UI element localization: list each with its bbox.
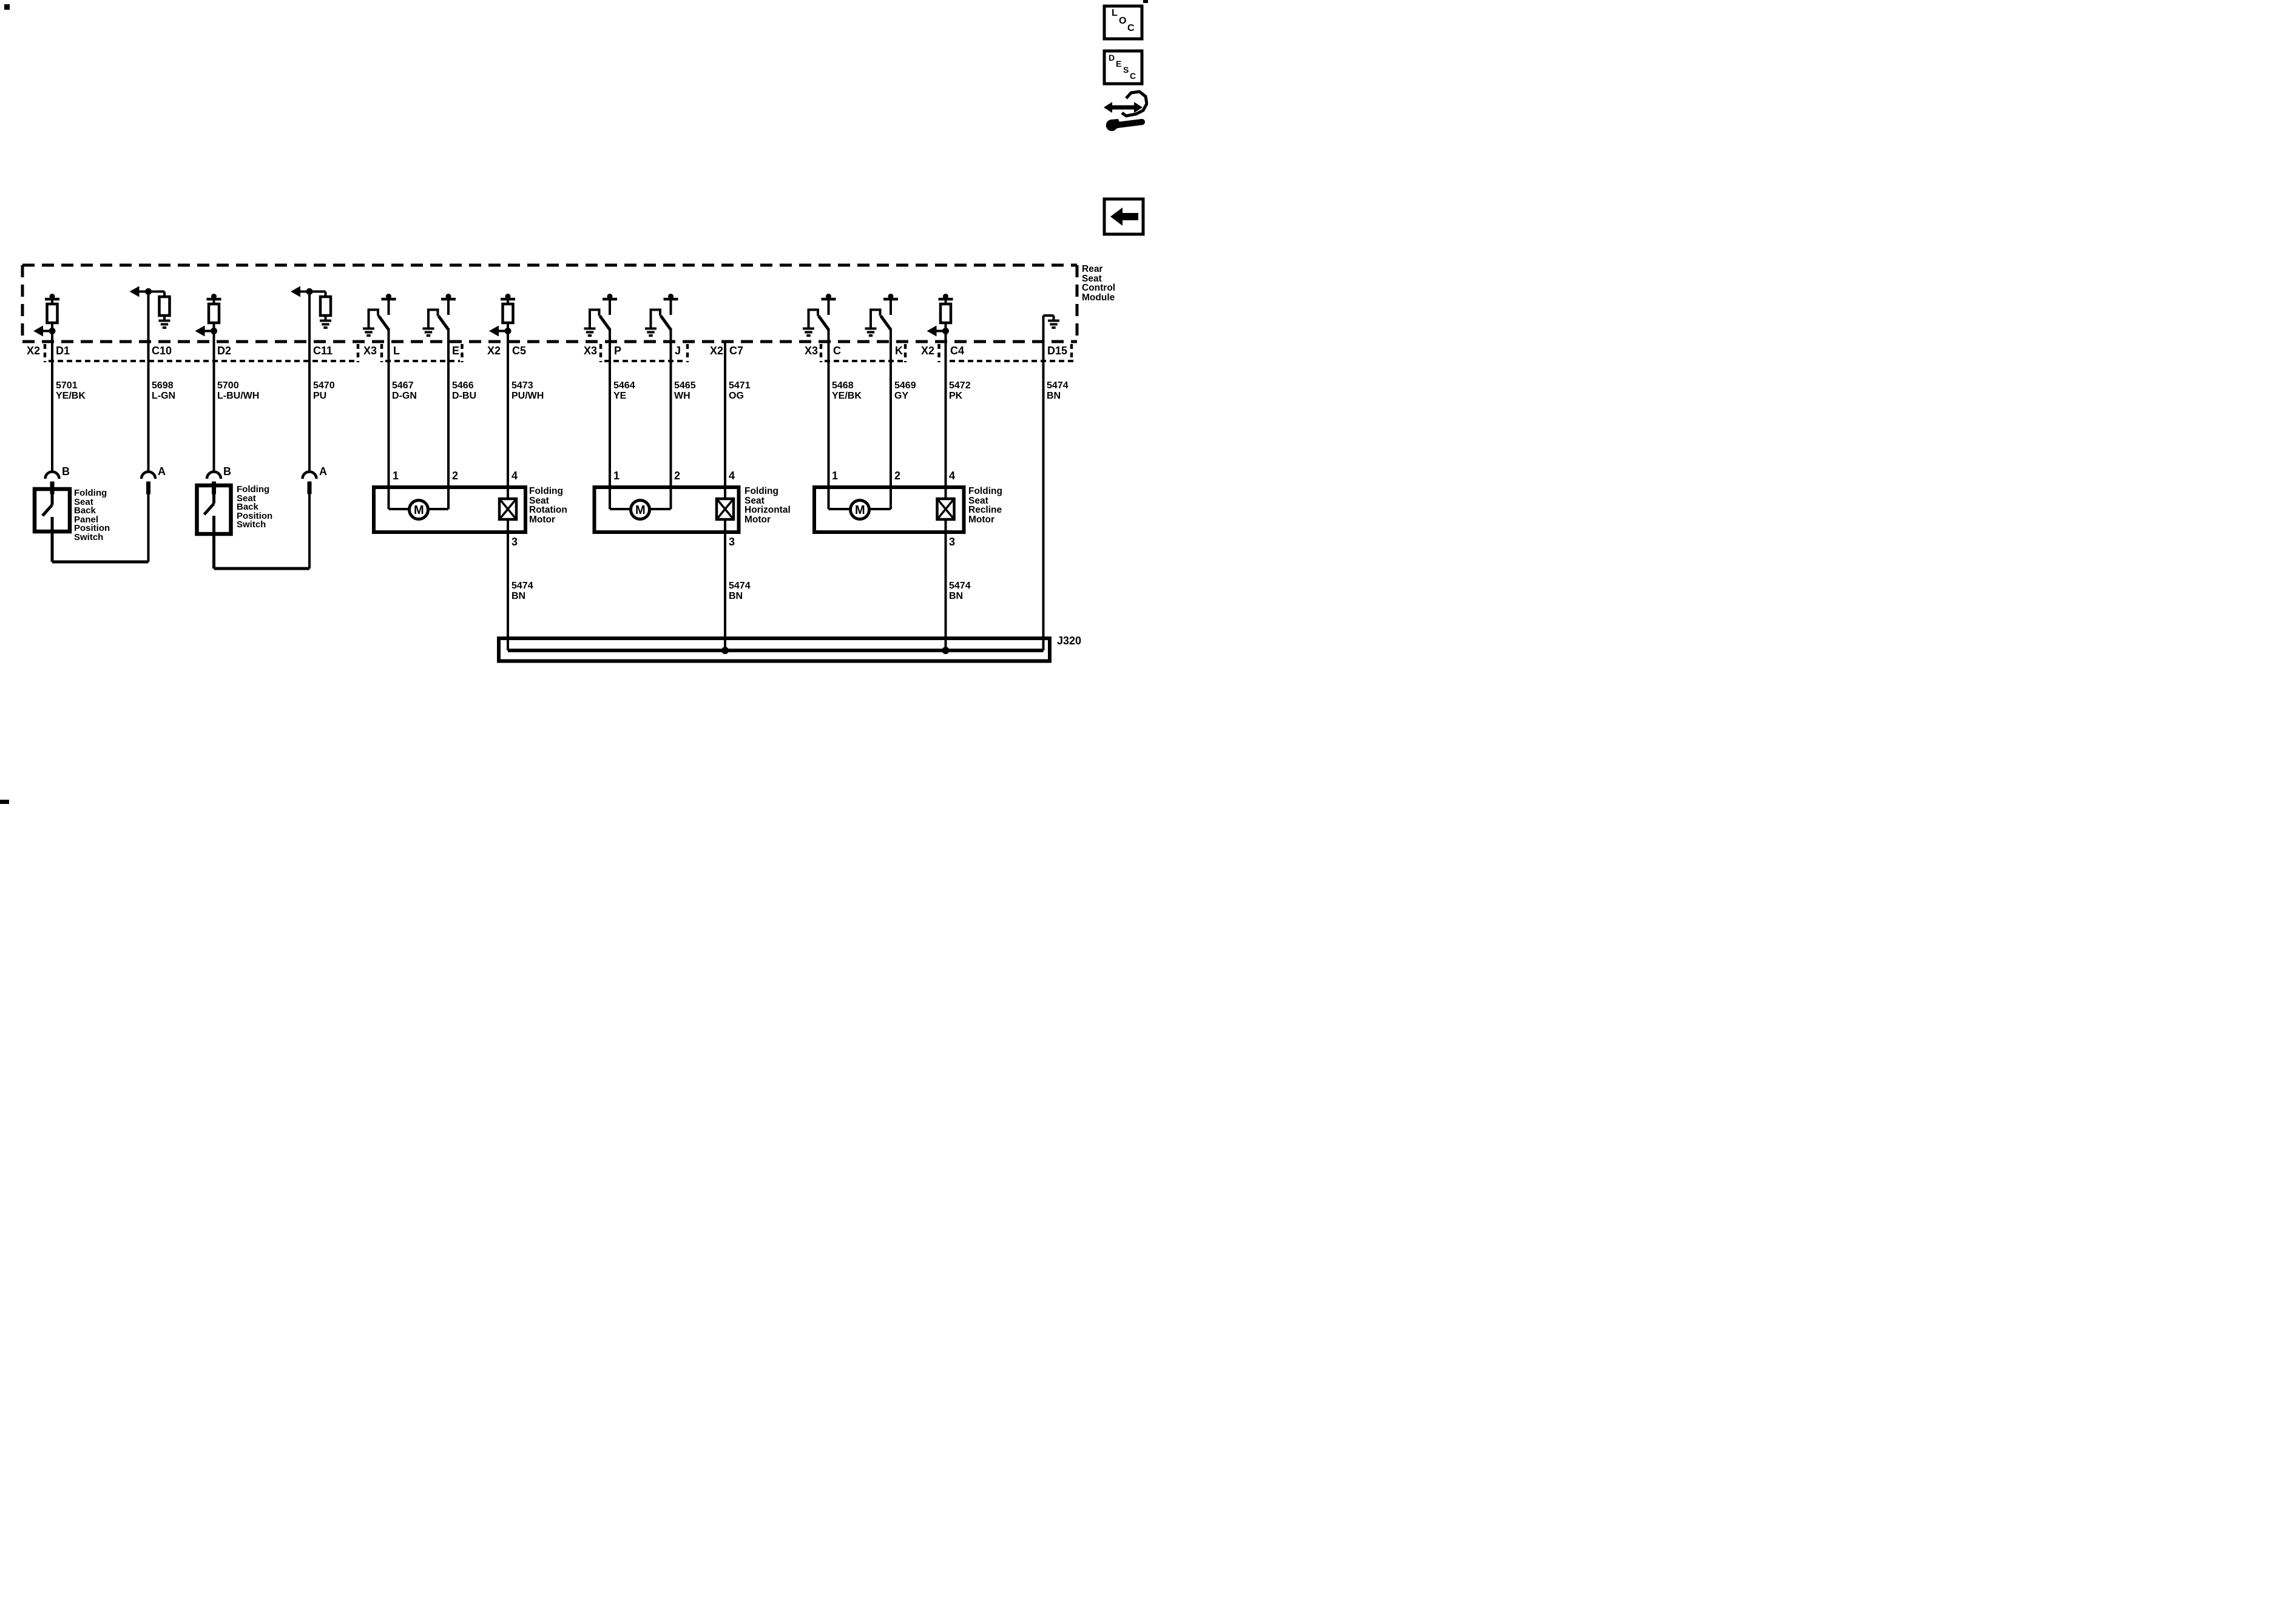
motor-2-symbol: [592, 485, 741, 650]
m1-pin-1: 1: [393, 470, 399, 482]
m3-pin-1: 1: [832, 470, 839, 482]
desc-letter-c: C: [1130, 71, 1136, 81]
motor-1-label: Folding Seat Rotation Motor: [529, 486, 567, 525]
switch-to-ground-c: [802, 294, 836, 342]
loc-letter-c: C: [1127, 23, 1135, 33]
wire-code-5473: 5473 PU/WH: [512, 380, 544, 401]
pin-d1: D1: [56, 345, 70, 357]
loc-button-box: [1102, 4, 1144, 41]
wire-code-5464: 5464 YE: [613, 380, 635, 401]
switch-to-ground-l: [362, 294, 396, 342]
connector-x2-a: X2: [27, 345, 41, 357]
m1-pin-3: 3: [512, 536, 518, 548]
connector-x2-d: X2: [921, 345, 935, 357]
gnd-code-2: 5474 BN: [729, 581, 751, 601]
switch-1-symbol: [32, 487, 150, 564]
pin-c5: C5: [512, 345, 527, 357]
desc-letter-s: S: [1123, 65, 1129, 75]
pin-j: J: [675, 345, 681, 357]
module-name: Rear Seat Control Module: [1082, 264, 1116, 303]
wire-code-5469: 5469 GY: [894, 380, 916, 401]
motor-2-label: Folding Seat Horizontal Motor: [745, 486, 791, 525]
loc-letter-o: O: [1119, 16, 1127, 26]
connector-x3-b: X3: [584, 345, 598, 357]
wire-code-5470: 5470 PU: [313, 380, 335, 401]
wire-code-5472: 5472 PK: [949, 380, 971, 401]
motor-1-symbol: [372, 485, 527, 650]
switch-to-ground-p: [582, 294, 618, 342]
pin-k: K: [895, 345, 903, 357]
m3-pin-3: 3: [949, 536, 956, 548]
desc-letter-e: E: [1116, 59, 1122, 69]
pin-c7: C7: [729, 345, 744, 357]
driver-output-c4: [927, 294, 953, 342]
pin-c11: C11: [313, 345, 333, 357]
m3-pin-2: 2: [894, 470, 901, 482]
motor-2-m: M: [635, 504, 646, 517]
pin-l: L: [393, 345, 400, 357]
splice-j320: [497, 636, 1052, 663]
driver-output-d2: [195, 294, 221, 342]
driver-output-c5: [489, 294, 515, 342]
connector-x3-c: X3: [805, 345, 819, 357]
wire-code-5465: 5465 WH: [674, 380, 696, 401]
gnd-code-1: 5474 BN: [512, 581, 533, 601]
connector-x3-a: X3: [363, 345, 377, 357]
wire-code-5474: 5474 BN: [1047, 380, 1069, 401]
loc-button[interactable]: L: [1112, 8, 1118, 18]
harness-wires: [51, 342, 1045, 650]
motor-3-label: Folding Seat Recline Motor: [968, 486, 1002, 525]
connector-x2-b: X2: [487, 345, 501, 357]
internal-ground-d15: [1042, 314, 1061, 342]
driver-output-d1: [33, 294, 59, 342]
desc-button-box: [1102, 49, 1144, 86]
page-corner-marks: [0, 0, 1148, 804]
gnd-code-3: 5474 BN: [949, 581, 971, 601]
pin-c: C: [833, 345, 841, 357]
tools-icon[interactable]: [1104, 90, 1148, 131]
m2-pin-1: 1: [613, 470, 620, 482]
m2-pin-3: 3: [729, 536, 735, 548]
splice-label: J320: [1057, 635, 1082, 647]
pin-p: P: [614, 345, 622, 357]
sense-input-c11: [291, 286, 333, 342]
motor-3-symbol: [812, 485, 966, 650]
m1-pin-2: 2: [452, 470, 459, 482]
motor-1-m: M: [414, 504, 424, 517]
switch-2-label: Folding Seat Back Position Switch: [237, 484, 273, 530]
terminal-b-1: B: [62, 465, 70, 478]
connector-x2-c: X2: [710, 345, 724, 357]
wire-code-5467: 5467 D-GN: [392, 380, 417, 401]
wire-code-5471: 5471 OG: [729, 380, 751, 401]
pin-c10: C10: [152, 345, 172, 357]
switch-to-ground-k: [863, 294, 899, 342]
switch-to-ground-j: [644, 294, 678, 342]
wire-code-5466: 5466 D-BU: [452, 380, 476, 401]
wire-code-5701: 5701 YE/BK: [56, 380, 86, 401]
pin-c4: C4: [950, 345, 965, 357]
terminal-a-1: A: [158, 465, 166, 478]
sense-input-c10: [129, 286, 172, 342]
wiring-diagram-page: L O C D E S C Rear Seat Control Module X…: [0, 0, 1148, 808]
wire-code-5698: 5698 L-GN: [152, 380, 176, 401]
m1-pin-4: 4: [512, 470, 518, 482]
diagram-linework: [0, 0, 1148, 804]
terminal-b-2: B: [223, 465, 231, 478]
switch-1-label: Folding Seat Back Panel Position Switch: [74, 488, 110, 542]
pin-d15: D15: [1047, 345, 1068, 357]
switch-2-symbol: [195, 483, 311, 570]
m2-pin-4: 4: [729, 470, 735, 482]
wire-code-5468: 5468 YE/BK: [832, 380, 862, 401]
pin-d2: D2: [217, 345, 232, 357]
module-outline: [21, 263, 1079, 343]
switch-to-ground-e: [421, 294, 456, 342]
desc-button[interactable]: D: [1109, 53, 1115, 62]
pin-e: E: [452, 345, 460, 357]
back-button-icon[interactable]: [1102, 197, 1145, 236]
m2-pin-2: 2: [674, 470, 681, 482]
terminal-a-2: A: [319, 465, 327, 478]
motor-3-m: M: [855, 504, 865, 517]
m3-pin-4: 4: [949, 470, 956, 482]
wire-code-5700: 5700 L-BU/WH: [217, 380, 260, 401]
